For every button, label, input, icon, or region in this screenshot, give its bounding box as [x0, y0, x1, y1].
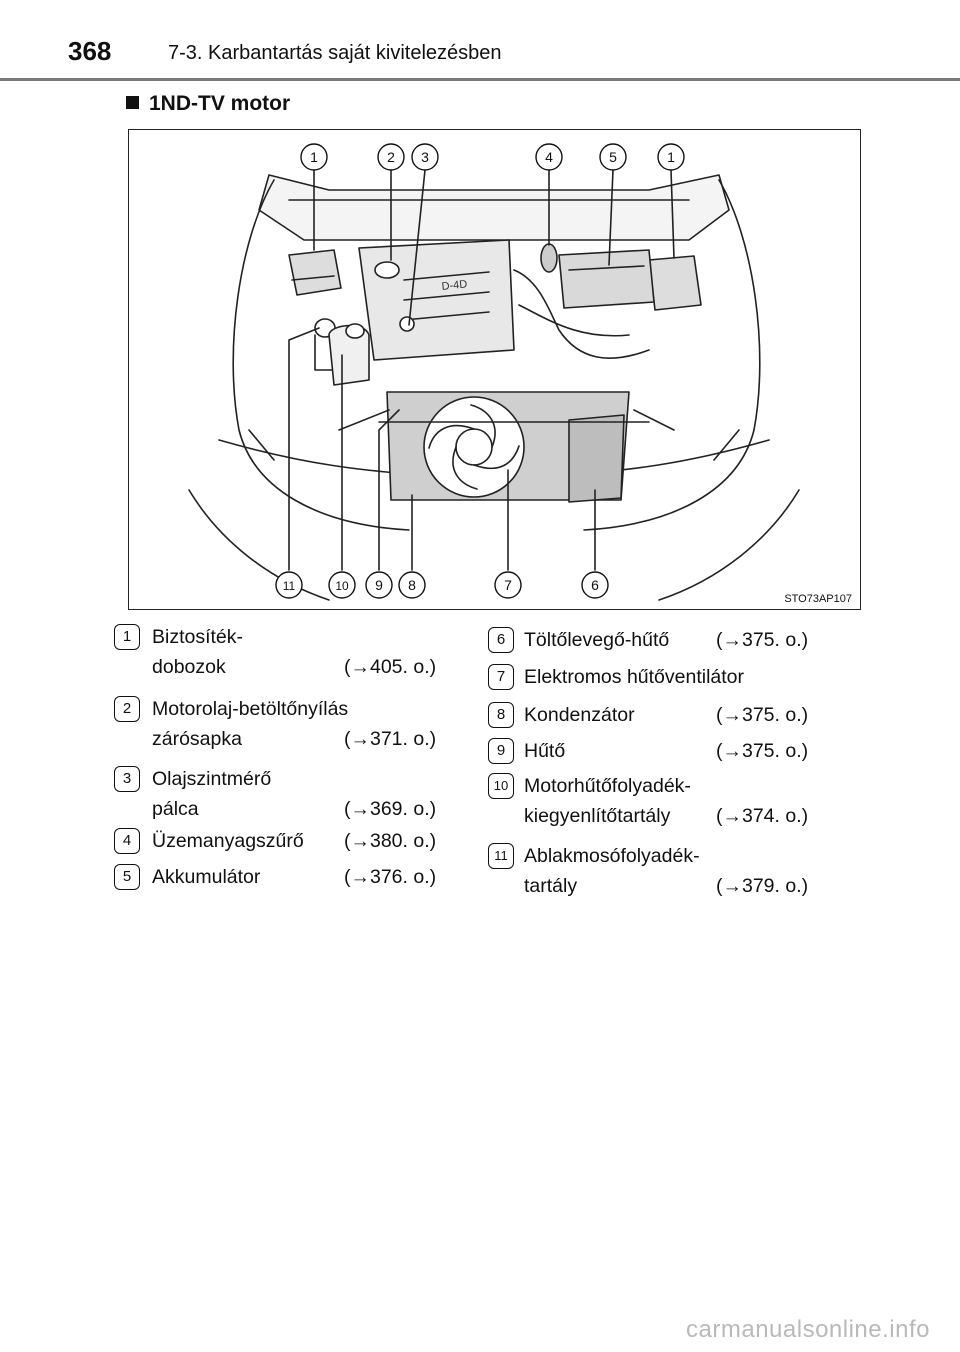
- legend-label: Hűtő: [524, 740, 566, 762]
- callout-10: 10: [328, 571, 356, 599]
- svg-text:7: 7: [504, 577, 512, 593]
- svg-text:8: 8: [408, 577, 416, 593]
- legend-number-badge: 6: [488, 627, 514, 653]
- callout-8: 8: [398, 571, 426, 599]
- section-title: 7-3. Karbantartás saját kivitelezésben: [168, 42, 502, 64]
- legend-label: Kondenzátor: [524, 704, 635, 726]
- legend-number-badge: 5: [114, 864, 140, 890]
- legend-label: Töltőlevegő-hűtő: [524, 629, 670, 651]
- svg-text:1: 1: [667, 149, 675, 165]
- callout-5: 5: [599, 143, 627, 171]
- callout-4: 4: [535, 143, 563, 171]
- legend-page-ref: (→369. o.): [344, 798, 437, 820]
- legend-item-7: 7 Elektromos hűtőventilátor: [488, 662, 833, 696]
- legend-number-badge: 3: [114, 766, 140, 792]
- legend-page-ref: (→380. o.): [344, 830, 437, 852]
- sub-heading: 1ND-TV motor: [126, 92, 290, 116]
- legend-number-badge: 9: [488, 738, 514, 764]
- legend-label-cont: pálca: [152, 798, 199, 820]
- square-bullet-icon: [126, 96, 139, 109]
- legend-page-ref: (→375. o.): [716, 704, 809, 726]
- legend-item-6: 6 Töltőlevegő-hűtő (→375. o.): [488, 625, 833, 659]
- sub-heading-text: 1ND-TV motor: [149, 92, 291, 115]
- svg-text:4: 4: [545, 149, 553, 165]
- legend-label: Olajszintmérő: [152, 768, 272, 790]
- legend-page-ref: (→375. o.): [716, 629, 809, 651]
- callout-1-left: 1: [300, 143, 328, 171]
- svg-text:3: 3: [421, 149, 429, 165]
- legend-page-ref: (→405. o.): [344, 656, 437, 678]
- legend-item-1: 1 Biztosíték- dobozok (→405. o.): [114, 622, 459, 688]
- svg-text:1: 1: [310, 149, 318, 165]
- engine-badge-text: D-4D: [441, 278, 468, 293]
- engine-bay-illustration: D-4D 1 2 3 4 5 1 11 10 9 8 7 6 STO73AP10…: [128, 129, 861, 610]
- legend-number-badge: 8: [488, 702, 514, 728]
- legend-page-ref: (→374. o.): [716, 805, 809, 827]
- svg-text:9: 9: [375, 577, 383, 593]
- figure-code: STO73AP107: [784, 593, 852, 605]
- legend-item-5: 5 Akkumulátor (→376. o.): [114, 862, 459, 896]
- callout-6: 6: [581, 571, 609, 599]
- legend-label-cont: dobozok: [152, 656, 226, 678]
- legend-page-ref: (→375. o.): [716, 740, 809, 762]
- callout-1-right: 1: [657, 143, 685, 171]
- legend-item-9: 9 Hűtő (→375. o.): [488, 736, 833, 770]
- legend-label: Motorhűtőfolyadék-: [524, 775, 691, 797]
- legend-page-ref: (→379. o.): [716, 875, 809, 897]
- legend-item-10: 10 Motorhűtőfolyadék- kiegyenlítőtartály…: [488, 771, 833, 837]
- legend-label: Biztosíték-: [152, 626, 244, 648]
- legend-item-4: 4 Üzemanyagszűrő (→380. o.): [114, 826, 459, 860]
- legend-number-badge: 4: [114, 828, 140, 854]
- legend-item-3: 3 Olajszintmérő pálca (→369. o.): [114, 764, 459, 830]
- svg-text:2: 2: [387, 149, 395, 165]
- legend-label: Üzemanyagszűrő: [152, 830, 304, 852]
- legend-label-cont: kiegyenlítőtartály: [524, 805, 671, 827]
- header-divider: [0, 78, 960, 81]
- legend-number-badge: 7: [488, 664, 514, 690]
- svg-text:11: 11: [283, 579, 296, 593]
- legend-number-badge: 2: [114, 696, 140, 722]
- callout-2: 2: [377, 143, 405, 171]
- legend-item-8: 8 Kondenzátor (→375. o.): [488, 700, 833, 734]
- watermark: carmanualsonline.info: [686, 1316, 930, 1343]
- legend-label: Elektromos hűtőventilátor: [524, 666, 745, 688]
- svg-text:5: 5: [609, 149, 617, 165]
- svg-text:10: 10: [335, 579, 349, 593]
- legend-page-ref: (→376. o.): [344, 866, 437, 888]
- legend-number-badge: 10: [488, 773, 514, 799]
- legend-label-cont: zárósapka: [152, 728, 242, 750]
- legend-label: Motorolaj-betöltőnyílás: [152, 698, 349, 720]
- page-number: 368: [68, 36, 112, 66]
- callout-3: 3: [411, 143, 439, 171]
- engine-bay-drawing: D-4D 1 2 3 4 5 1 11 10 9 8 7 6: [188, 143, 800, 601]
- svg-text:6: 6: [591, 577, 599, 593]
- legend-number-badge: 1: [114, 624, 140, 650]
- legend-label: Ablakmosófolyadék-: [524, 845, 700, 867]
- legend-item-2: 2 Motorolaj-betöltőnyílás zárósapka (→37…: [114, 694, 459, 760]
- legend-number-badge: 11: [488, 843, 514, 869]
- callout-7: 7: [494, 571, 522, 599]
- legend-label-cont: tartály: [524, 875, 578, 897]
- callout-9: 9: [365, 571, 393, 599]
- legend-item-11: 11 Ablakmosófolyadék- tartály (→379. o.): [488, 841, 833, 907]
- legend-label: Akkumulátor: [152, 866, 261, 888]
- legend-page-ref: (→371. o.): [344, 728, 437, 750]
- callout-11: 11: [275, 571, 303, 599]
